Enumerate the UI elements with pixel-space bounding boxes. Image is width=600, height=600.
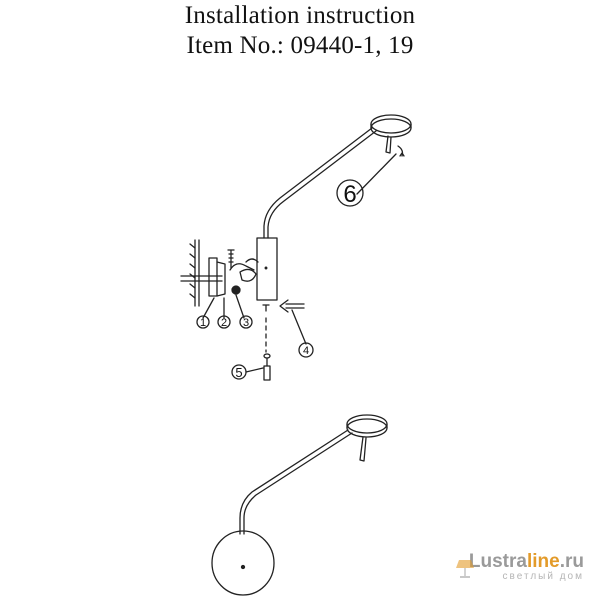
svg-text:3: 3 xyxy=(243,317,249,329)
mount-body xyxy=(256,237,278,301)
svg-text:5: 5 xyxy=(235,365,242,380)
watermark-tagline: светлый дом xyxy=(502,571,584,582)
svg-text:1: 1 xyxy=(200,317,206,329)
lamp-head-disc xyxy=(370,114,412,138)
callout-1: 1 xyxy=(196,315,210,329)
svg-text:6: 6 xyxy=(343,181,356,208)
exploded-lamp-assembly xyxy=(180,114,412,381)
watermark: Lustraline.ru светлый дом xyxy=(469,551,584,582)
callout-4: 4 xyxy=(298,342,314,358)
wall-bracket xyxy=(180,239,226,307)
svg-text:4: 4 xyxy=(303,345,309,357)
watermark-lamp-icon xyxy=(456,560,474,578)
callout-6: 6 xyxy=(336,179,364,208)
callout-5: 5 xyxy=(231,364,247,380)
svg-text:2: 2 xyxy=(221,317,227,329)
watermark-brand: Lustraline.ru xyxy=(468,551,584,572)
item-number: Item No.: 09440-1, 19 xyxy=(186,32,414,59)
document-title: Installation instruction xyxy=(184,2,416,29)
callout-2: 2 xyxy=(217,315,231,329)
assembled-lamp xyxy=(211,414,388,596)
callout-3: 3 xyxy=(239,315,253,329)
